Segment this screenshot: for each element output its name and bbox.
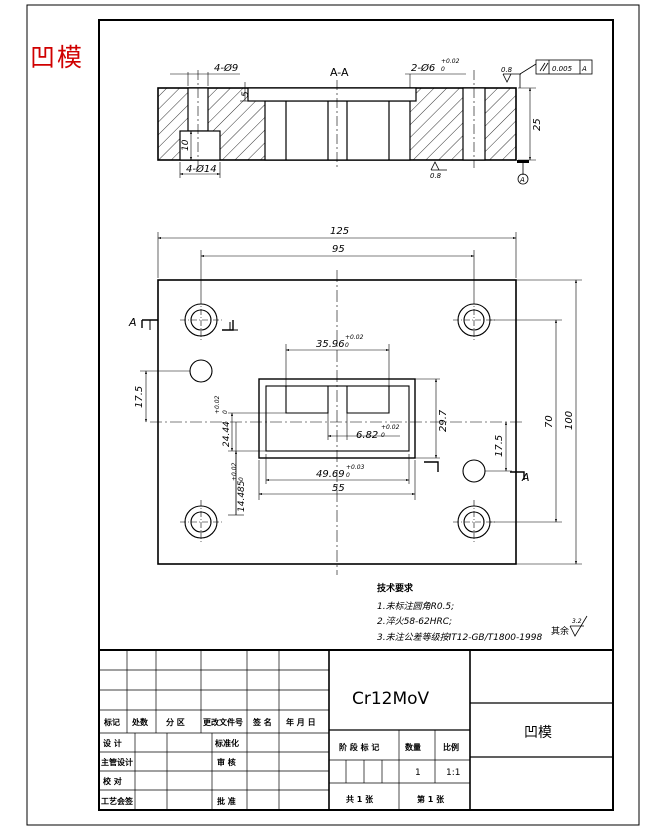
row-process: 工艺会签 <box>101 796 134 806</box>
scale-label: 比例 <box>443 742 459 752</box>
dim-49-69-tol: +0.03 <box>346 464 365 471</box>
material: Cr12MoV <box>352 689 430 709</box>
dim-6-82-tol: +0.02 <box>381 424 400 431</box>
dim-6-82: 6.82 <box>356 430 378 441</box>
corner-label: 凹模 <box>30 43 85 72</box>
datum-label: A <box>519 176 525 184</box>
qty-label: 数量 <box>405 742 421 752</box>
row-standard: 标准化 <box>214 738 239 748</box>
section-view <box>157 59 593 185</box>
dim-10: 10 <box>181 139 191 151</box>
row-chief: 主管设计 <box>101 757 133 767</box>
dim-17-5-right: 17.5 <box>494 435 505 457</box>
dim-fit-tol0: 0 <box>441 66 445 73</box>
qty-value: 1 <box>415 768 421 778</box>
roughness-symbol <box>569 615 588 637</box>
section-annotations: A-A 4-Ø9 2-Ø6 +0.02 0 0.8 0.8 0.005 A A … <box>181 58 587 184</box>
dim-70: 70 <box>544 415 555 428</box>
row-check: 校 对 <box>103 776 122 786</box>
roughness-bottom: 0.8 <box>430 172 442 180</box>
dim-125: 125 <box>330 226 349 237</box>
cut-a-left: A <box>128 316 137 329</box>
dim-55: 55 <box>332 483 345 494</box>
row-design: 设 计 <box>103 738 122 748</box>
header-zone: 分 区 <box>166 717 185 727</box>
dim-95: 95 <box>332 244 345 255</box>
dim-35-96-tol0: 0 <box>345 342 349 349</box>
dim-5: 5 <box>241 91 251 97</box>
rest-label: 其余 <box>551 625 569 637</box>
note-1: 1.未标注圆角R0.5; <box>377 601 454 612</box>
header-sign: 签 名 <box>252 717 272 727</box>
row-approve: 批 准 <box>217 796 236 806</box>
plan-view <box>140 232 582 575</box>
inner-frame <box>98 19 614 811</box>
dim-14-485-tol0: 0 <box>238 477 245 481</box>
dim-35-96: 35.96 <box>316 339 345 350</box>
dim-fit: 2-Ø6 <box>411 62 435 74</box>
stage-label: 阶 段 标 记 <box>339 742 379 752</box>
title-block-text: Cr12MoV 凹模 标记 处数 分 区 更改文件号 签 名 年 月 日 设 计… <box>101 689 552 806</box>
sheets-total: 共 1 张 <box>346 794 374 804</box>
dim-24-44: 24.44 <box>222 421 232 447</box>
technical-notes: 技术要求 1.未标注圆角R0.5; 2.淬火58-62HRC; 3.未注公差等级… <box>377 582 588 643</box>
header-mark: 标记 <box>103 717 120 727</box>
dim-6-82-tol0: 0 <box>381 432 385 439</box>
scale-value: 1:1 <box>446 768 460 778</box>
dim-49-69: 49.69 <box>316 469 345 480</box>
sheet-no: 第 1 张 <box>417 794 445 804</box>
part-name: 凹模 <box>524 725 552 741</box>
header-count: 处数 <box>131 717 149 727</box>
dim-35-96-tol: +0.02 <box>345 334 364 341</box>
dim-49-69-tol0: 0 <box>346 472 350 479</box>
dim-fit-tol: +0.02 <box>441 58 460 65</box>
header-doc: 更改文件号 <box>203 717 243 727</box>
dim-holes-top: 4-Ø9 <box>214 62 238 74</box>
plan-annotations: 125 95 35.96 +0.02 0 6.82 +0.02 0 49.69 … <box>128 226 575 512</box>
dim-17-5-left: 17.5 <box>134 386 145 408</box>
title-block <box>99 649 613 810</box>
notes-title: 技术要求 <box>377 582 414 594</box>
section-title: A-A <box>330 66 349 79</box>
row-review: 审 核 <box>217 757 236 767</box>
gdt-datum: A <box>581 65 587 73</box>
dim-14-485: 14.485 <box>237 480 247 512</box>
dim-100: 100 <box>564 411 575 430</box>
gdt-tolerance: 0.005 <box>552 65 573 73</box>
dim-14-485-tol: +0.02 <box>231 462 238 481</box>
outer-frame <box>26 4 640 826</box>
dim-25: 25 <box>532 118 543 131</box>
dim-29-7: 29.7 <box>438 409 449 432</box>
dim-24-44-tol: +0.02 <box>214 395 221 414</box>
note-2: 2.淬火58-62HRC; <box>377 616 452 627</box>
dim-24-44-tol0: 0 <box>222 410 229 414</box>
note-3: 3.未注公差等级按IT12-GB/T1800-1998 <box>377 632 542 643</box>
header-date: 年 月 日 <box>286 717 316 727</box>
roughness-top: 0.8 <box>501 66 513 74</box>
dim-counterbore: 4-Ø14 <box>186 163 217 175</box>
cut-a-right: A <box>521 471 530 484</box>
rest-value: 3.2 <box>572 618 582 625</box>
